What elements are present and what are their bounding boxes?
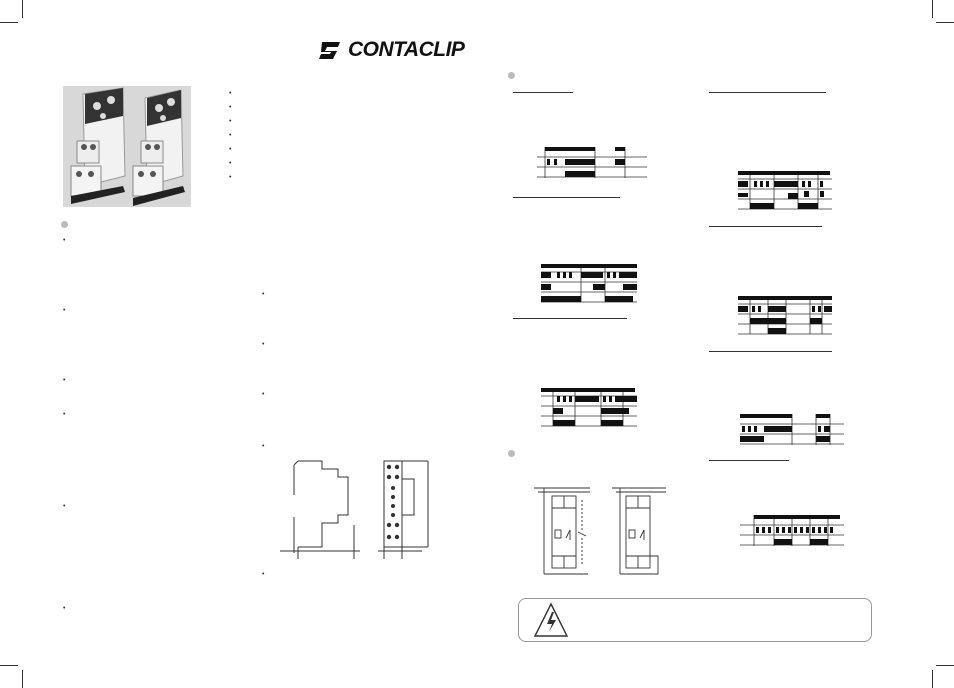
list-bullet: • bbox=[63, 307, 66, 314]
heading-underline bbox=[709, 351, 832, 352]
timing-diagram bbox=[740, 414, 844, 445]
list-bullet: • bbox=[63, 503, 66, 510]
timing-diagram bbox=[738, 171, 832, 210]
feature-bullet: • bbox=[229, 104, 232, 111]
list-bullet: • bbox=[262, 391, 265, 398]
crop-mark bbox=[22, 670, 23, 688]
list-bullet: • bbox=[63, 411, 66, 418]
section-marker bbox=[508, 72, 515, 79]
feature-bullet: • bbox=[229, 160, 232, 167]
high-voltage-warning-icon bbox=[533, 602, 569, 637]
crop-mark bbox=[0, 22, 18, 23]
crop-mark bbox=[936, 665, 954, 666]
feature-bullet: • bbox=[229, 174, 232, 181]
timing-diagram bbox=[740, 515, 844, 546]
warning-box bbox=[518, 598, 872, 642]
brand-logo: CONTACLIP bbox=[318, 38, 465, 62]
contaclip-logo-icon bbox=[319, 42, 340, 59]
section-marker bbox=[61, 221, 68, 228]
list-bullet: • bbox=[262, 571, 265, 578]
feature-bullet: • bbox=[229, 118, 232, 125]
list-bullet: • bbox=[63, 237, 66, 244]
timing-diagram bbox=[738, 296, 832, 335]
heading-underline bbox=[513, 197, 620, 198]
crop-mark bbox=[0, 665, 18, 666]
heading-underline bbox=[709, 460, 789, 461]
heading-underline bbox=[513, 318, 627, 319]
feature-bullet: • bbox=[229, 146, 232, 153]
list-bullet: • bbox=[262, 443, 265, 450]
feature-bullet: • bbox=[229, 132, 232, 139]
logo-text: CONTACLIP bbox=[348, 38, 465, 61]
crop-mark bbox=[932, 0, 933, 18]
crop-mark bbox=[932, 670, 933, 688]
wiring-diagram bbox=[534, 487, 666, 575]
heading-underline bbox=[709, 92, 826, 93]
section-marker bbox=[508, 450, 515, 457]
list-bullet: • bbox=[262, 341, 265, 348]
crop-mark bbox=[22, 0, 23, 18]
list-bullet: • bbox=[63, 605, 66, 612]
timing-diagram bbox=[537, 147, 647, 178]
timing-diagram bbox=[541, 388, 637, 427]
product-photo bbox=[63, 86, 191, 207]
relay-modules-image bbox=[63, 86, 191, 207]
heading-underline bbox=[709, 226, 822, 227]
heading-underline bbox=[513, 92, 573, 93]
dimension-drawing bbox=[280, 460, 429, 559]
list-bullet: • bbox=[262, 291, 265, 298]
list-bullet: • bbox=[63, 377, 66, 384]
feature-bullet: • bbox=[229, 90, 232, 97]
timing-diagram bbox=[541, 264, 637, 303]
crop-mark bbox=[936, 22, 954, 23]
